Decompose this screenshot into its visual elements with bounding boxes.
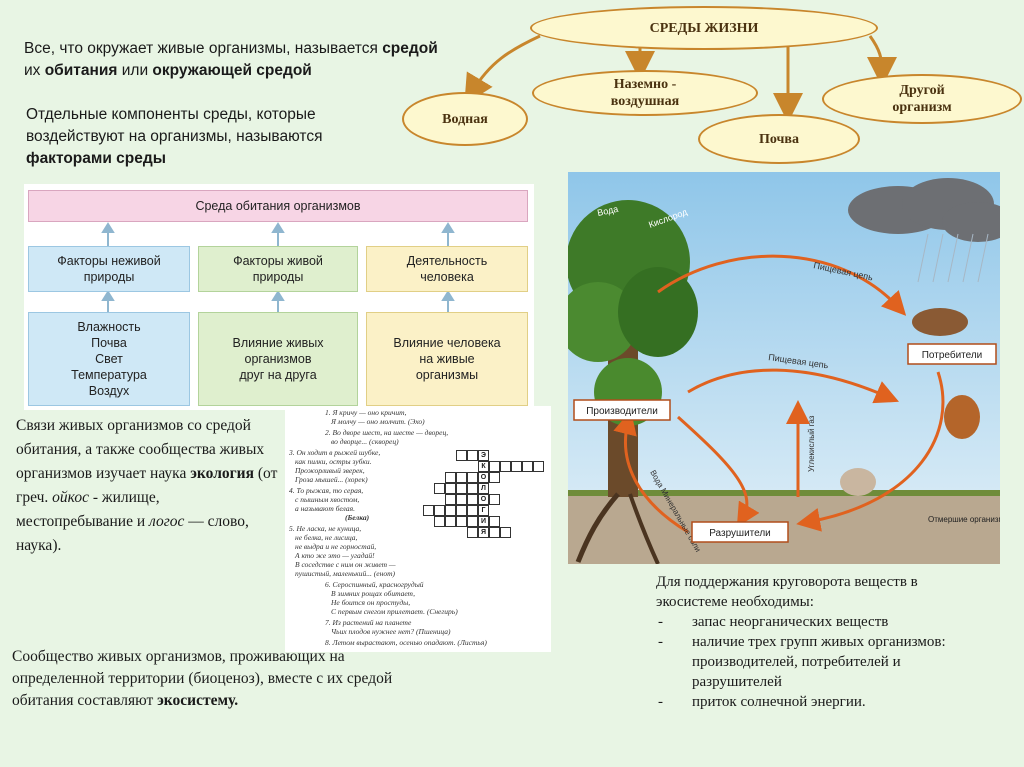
factors-arrows: [101, 222, 455, 312]
factors-header: Среда обитания организмов: [28, 190, 528, 222]
consumers-to-decomposers-arrow: [796, 371, 945, 532]
crossword-letter-cell: Л: [478, 483, 489, 494]
ecosystem-cycle-diagram: Вода Кислород Пищевая цепь Пищевая цепь …: [568, 172, 1000, 564]
list-item: приток солнечной энергии.: [656, 692, 986, 712]
producers-down-arrow: [676, 415, 760, 528]
food-chain-top-arrow: [657, 254, 907, 316]
crossword-puzzle: 1. Я кричу — оно кричит, Я молчу — оно м…: [285, 406, 551, 652]
water-label: Вода: [596, 204, 619, 218]
env-soil: Почва: [698, 114, 860, 164]
crossword-clue: с пышным хвостом,: [295, 495, 360, 504]
producers-box: Производители: [573, 399, 671, 421]
crossword-letter-cell: И: [478, 516, 489, 527]
ecosystem-definition: Сообщество живых организмов, проживающих…: [12, 648, 393, 709]
cycle-intro: Для поддержания круговорота веществ в эк…: [656, 574, 918, 610]
crossword-clue: во дворце... (скворец): [331, 437, 399, 446]
crossword-letter-cell: Я: [478, 527, 489, 538]
decomposers-label: Разрушители: [709, 528, 771, 539]
crossword-clue: не выдра и не горностай,: [295, 542, 377, 551]
crossword-clue: не белка, не лисица,: [295, 533, 358, 542]
intro-text: Все, что окружает живые организмы, назыв…: [24, 40, 438, 79]
crossword-clue: Гроза мышей... (хорек): [295, 475, 368, 484]
env-land-air: Наземно - воздушная: [532, 70, 758, 116]
crossword-clue: 5. Не ласка, не куница,: [289, 524, 362, 533]
crossword-clue: как пилки, остры зубки.: [295, 457, 372, 466]
producers-label: Производители: [586, 406, 658, 417]
crossword-clue: В зимних рощах обитает,: [331, 589, 416, 598]
crossword-clue: С первым снегом прилетает. (Снегирь): [331, 607, 458, 616]
crossword-clue: 1. Я кричу — оно кричит,: [325, 408, 407, 417]
squirrel-illustration: [840, 468, 876, 496]
bird-illustration: [912, 308, 968, 336]
crossword-letter-cell: К: [478, 461, 489, 472]
factors-definition: Отдельные компоненты среды, которые возд…: [26, 106, 323, 167]
environments-arrows: [464, 34, 897, 123]
arrow-to-water: [464, 34, 541, 105]
environments-title: СРЕДЫ ЖИЗНИ: [530, 6, 878, 50]
crossword-clue: Не боится он простуды,: [331, 598, 411, 607]
nonliving-details: Влажность Почва Свет Температура Воздух: [28, 312, 190, 406]
fox-illustration: [944, 395, 980, 439]
co2-label: Углекислый газ: [807, 415, 816, 472]
env-other-organism: Другой организм: [822, 74, 1022, 124]
list-item: наличие трех групп живых организмов: про…: [656, 632, 986, 692]
crossword-clue: Я молчу — оно молчит. (Эхо): [331, 417, 425, 426]
decomposers-to-producers-arrow: [613, 410, 689, 534]
crossword-clue: 8. Летом вырастают, осенью опадают. (Лис…: [325, 638, 487, 647]
crossword-letter-cell: О: [478, 494, 489, 505]
crossword-clue: а называют белая.: [295, 504, 356, 513]
consumers-label: Потребители: [922, 349, 983, 361]
factor-human: Деятельность человека: [366, 246, 528, 292]
cycle-conditions: Для поддержания круговорота веществ в эк…: [656, 572, 986, 712]
crossword-clue: 3. Он ходит в рыжей шубке,: [289, 448, 381, 457]
consumers-box: Потребители: [907, 343, 997, 365]
crossword-clue: пушистый, маленький... (енот): [295, 569, 395, 578]
env-water: Водная: [402, 92, 528, 146]
dead-organisms-label: Отмершие организмы: [928, 515, 1000, 524]
cycle-conditions-list: запас неорганических веществ наличие тре…: [656, 612, 986, 712]
crossword-clue: Чьих плодов нужнее нет? (Пшеница): [331, 627, 451, 636]
crossword-clue: (Белка): [345, 513, 370, 522]
rain-cloud: [848, 178, 1000, 242]
crossword-clue: 2. Во дворе шест, на шесте — дворец,: [325, 428, 449, 437]
decomposers-box: Разрушители: [691, 521, 789, 543]
factor-living: Факторы живой природы: [198, 246, 358, 292]
crossword-letter-cell: Г: [478, 505, 489, 516]
crossword-clue: 4. То рыжая, то серая,: [289, 486, 364, 495]
food-chain-mid-arrow: [687, 368, 899, 404]
list-item: запас неорганических веществ: [656, 612, 986, 632]
crossword-letter-cell: О: [478, 472, 489, 483]
environment-factors-diagram: Среда обитания организмов Факторы неживо…: [24, 184, 534, 410]
living-details: Влияние живых организмов друг на друга: [198, 312, 358, 406]
crossword-clue: 7. Из растений на планете: [325, 618, 412, 627]
arrow-to-organism: [866, 35, 897, 87]
crossword-clue: А кто же это — угадай!: [295, 551, 375, 560]
ecology-definition: Связи живых организмов со средой обитани…: [16, 417, 278, 554]
crossword-clue: 6. Сероспинный, красногрудый: [325, 580, 424, 589]
crossword-clue: Прожорливый зверек,: [295, 466, 365, 475]
crossword-letter-cell: Э: [478, 450, 489, 461]
factor-nonliving: Факторы неживой природы: [28, 246, 190, 292]
human-details: Влияние человека на живые организмы: [366, 312, 528, 406]
crossword-clue: В соседстве с ним он живет —: [295, 560, 396, 569]
